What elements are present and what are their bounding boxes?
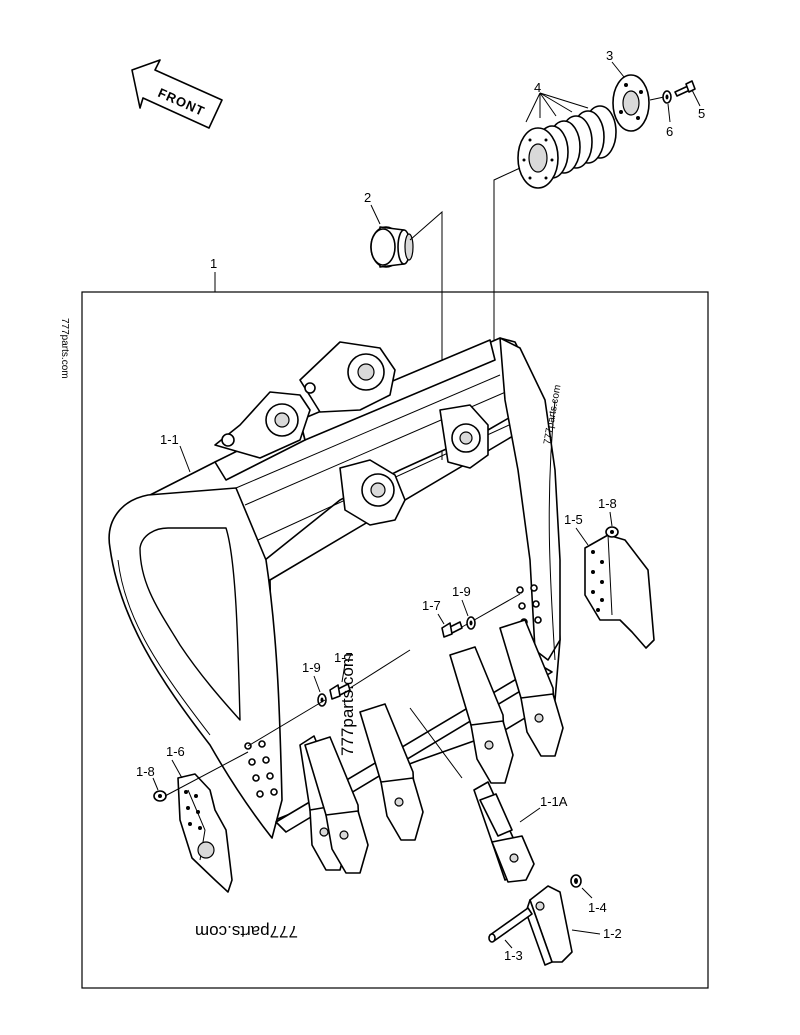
label-part-1-9-left: 1-9	[302, 660, 321, 675]
tooth-adapter-part-1-1a	[473, 781, 535, 883]
tooth-point-part-1-2	[525, 885, 573, 966]
label-part-6: 6	[666, 124, 673, 139]
label-part-1-1a: 1-1A	[540, 794, 568, 809]
retainer-pin-part-1-3	[488, 907, 533, 943]
label-part-1-4: 1-4	[588, 900, 607, 915]
assembly-frame	[81, 291, 709, 989]
label-part-1-3: 1-3	[504, 948, 523, 963]
watermark-left-margin: 777parts.com	[59, 318, 70, 379]
label-part-1-8-left: 1-8	[136, 764, 155, 779]
nut-part-1-8-right	[605, 526, 619, 538]
part-labels: 1 2 3 4 5 6 1-1 1-1A 1-2 1-3 1-4 1-5 1-6…	[136, 48, 705, 963]
label-part-2: 2	[364, 190, 371, 205]
lock-washer-part-1-4	[570, 874, 582, 888]
washer-part-1-9-right	[466, 616, 476, 630]
nut-part-1-8-left	[153, 790, 167, 802]
washer-part-6	[662, 90, 672, 104]
label-part-1: 1	[210, 256, 217, 271]
bolt-part-5	[674, 80, 696, 97]
shim-stack-part-4	[517, 105, 617, 189]
label-part-3: 3	[606, 48, 613, 63]
label-part-1-8-right: 1-8	[598, 496, 617, 511]
label-part-1-6: 1-6	[166, 744, 185, 759]
label-part-4: 4	[534, 80, 541, 95]
bushing-part-2	[370, 226, 414, 268]
bolt-part-1-7-right	[441, 621, 463, 638]
side-cutter-part-1-5	[584, 534, 655, 649]
label-part-5: 5	[698, 106, 705, 121]
plate-part-3	[612, 74, 650, 132]
label-part-1-2: 1-2	[603, 926, 622, 941]
watermark-bottom-upside-down: 777parts.com	[195, 922, 298, 941]
watermark-center-vertical: 777parts.com	[338, 653, 357, 756]
label-part-1-7-left: 1-7	[334, 650, 353, 665]
bucket-teeth	[299, 619, 564, 874]
label-part-1-9-right: 1-9	[452, 584, 471, 599]
side-cutter-part-1-6	[177, 773, 233, 893]
front-arrow-icon: FRONT	[131, 59, 223, 129]
label-part-1-7-right: 1-7	[422, 598, 441, 613]
bolt-part-1-7-left	[329, 683, 351, 700]
label-part-1-5: 1-5	[564, 512, 583, 527]
label-part-1-1: 1-1	[160, 432, 179, 447]
